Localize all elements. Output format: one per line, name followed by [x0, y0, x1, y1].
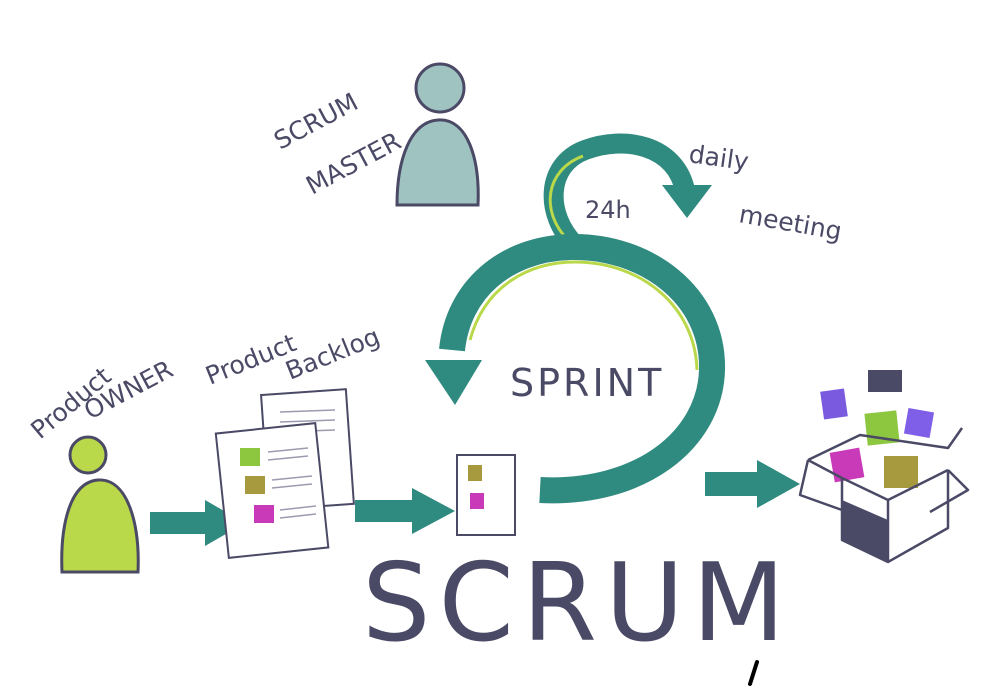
increment-item-magenta — [829, 447, 865, 483]
arrow-backlog-to-sprint-backlog — [355, 488, 455, 534]
scrum-master-head — [414, 62, 466, 114]
backlog-item-green — [240, 448, 260, 466]
backlog-item-magenta — [254, 505, 274, 523]
sprint-backlog-card — [456, 454, 516, 536]
pen-mark — [748, 660, 759, 686]
product-owner-figure — [60, 435, 140, 574]
diagram-title: SCRUM — [362, 541, 793, 666]
sprint-label: SPRINT — [510, 361, 664, 405]
increment-item-purple — [820, 388, 848, 420]
scrum-master-body — [395, 118, 480, 207]
daily-meeting-label-1: daily — [687, 139, 751, 176]
product-increment-box — [798, 370, 970, 564]
daily-meeting-arrowhead — [662, 185, 712, 218]
product-owner-body — [60, 478, 140, 574]
backlog-item-olive — [245, 476, 265, 494]
increment-item-olive — [884, 456, 918, 488]
product-owner-head — [68, 435, 108, 475]
increment-item-dark — [868, 370, 902, 392]
scrum-master-label-2: MASTER — [301, 126, 406, 200]
sprint-item-magenta — [470, 493, 484, 509]
arrow-sprint-to-increment — [705, 460, 800, 508]
increment-box-shade — [842, 500, 888, 562]
daily-meeting-loop — [543, 133, 712, 255]
scrum-master-label-1: SCRUM — [269, 87, 363, 155]
product-backlog-label-2: Backlog — [281, 322, 383, 386]
sprint-item-olive — [468, 465, 482, 481]
daily-interval-label: 24h — [585, 196, 631, 224]
daily-meeting-label-2: meeting — [737, 199, 844, 246]
backlog-front-lines — [267, 447, 317, 519]
backlog-front-sheet — [214, 422, 330, 559]
scrum-master-figure — [395, 62, 480, 207]
increment-item-violet — [903, 407, 935, 439]
sprint-arrowhead — [425, 360, 482, 405]
sprint-cycle — [425, 233, 726, 504]
product-backlog-documents — [214, 388, 355, 559]
